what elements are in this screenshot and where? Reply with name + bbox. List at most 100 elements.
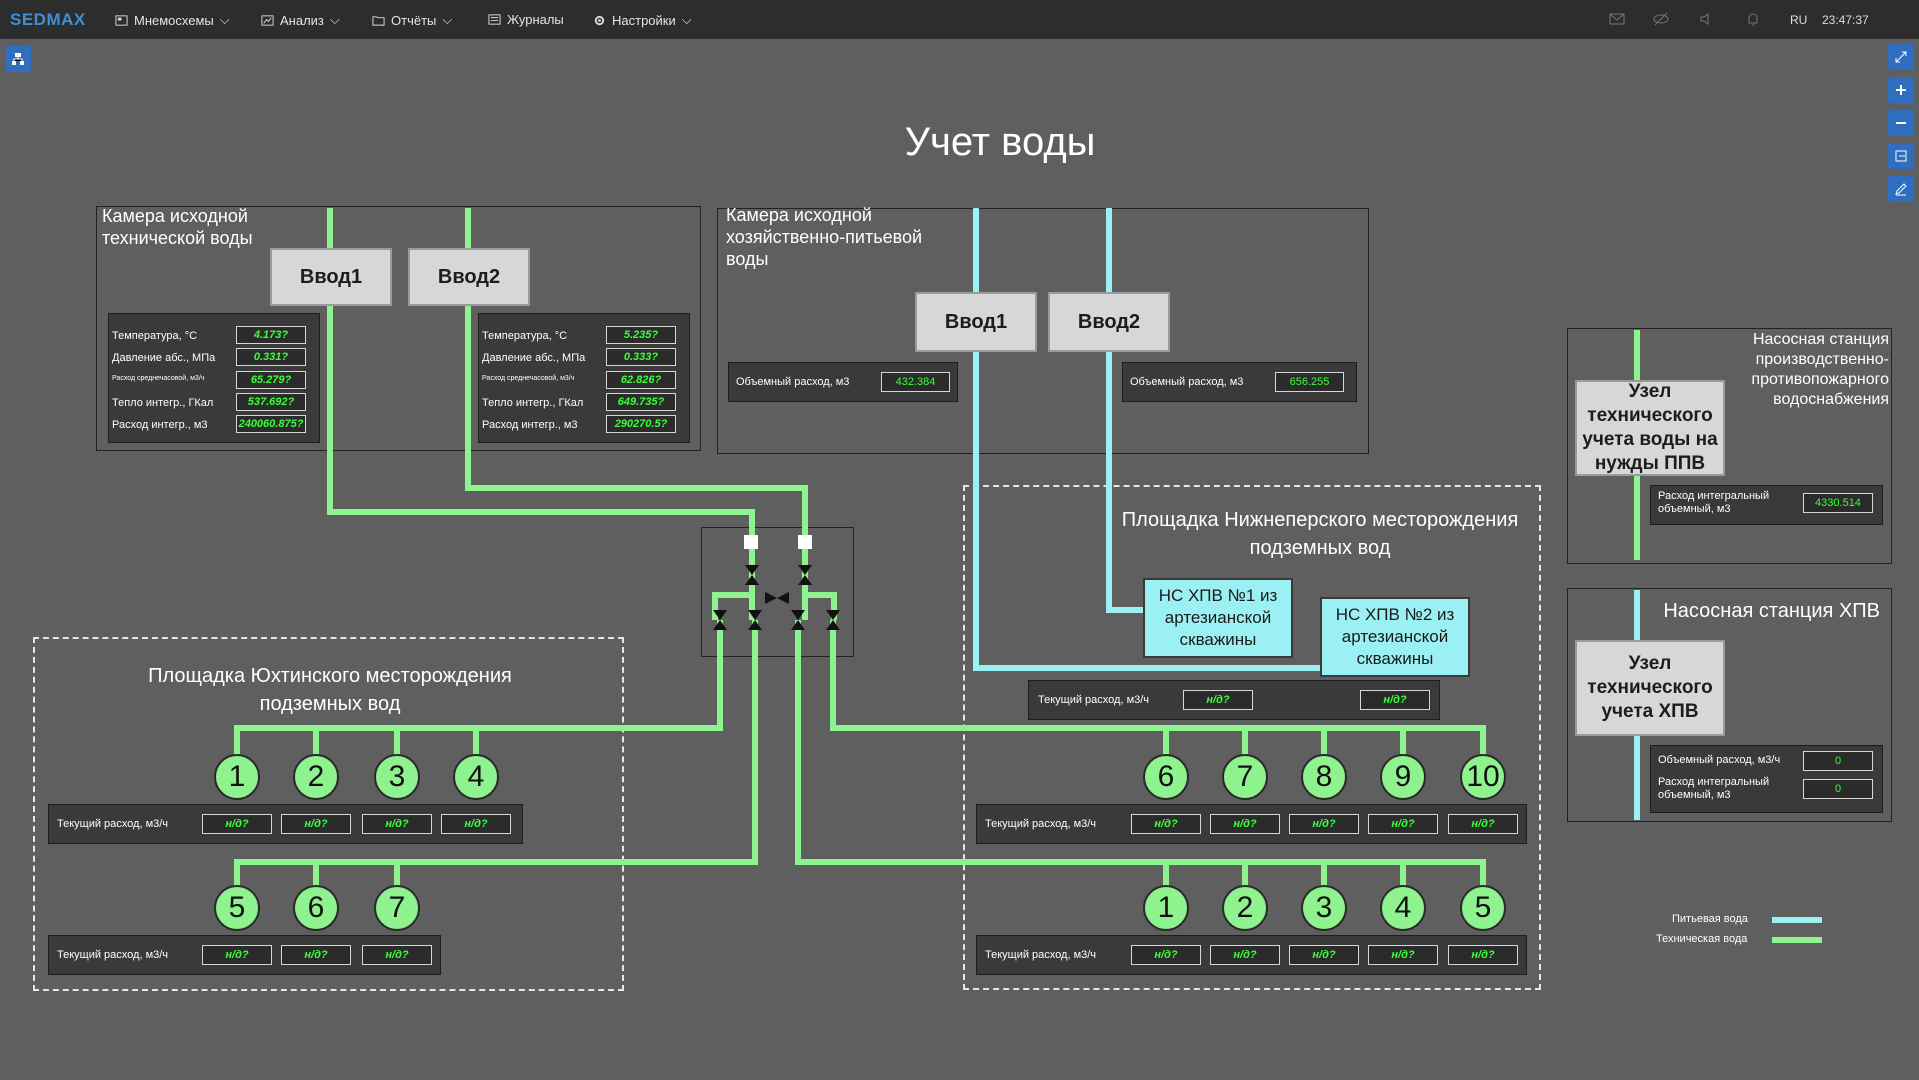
ppv-flow-value: 4330.514 — [1803, 493, 1873, 513]
menu-analysis[interactable]: Анализ⌵ — [261, 12, 340, 28]
tech-1-row-value: 65.279? — [236, 371, 306, 389]
menu-label: Настройки — [612, 12, 676, 28]
well-flow-value: н/д? — [1131, 945, 1201, 965]
well-circle: 8 — [1301, 754, 1347, 800]
hierarchy-icon — [12, 53, 24, 65]
well-flow-value: н/д? — [281, 814, 351, 834]
tech-1-row-label: Расход среднечасовой, м3/ч — [112, 375, 205, 382]
well-circle: 6 — [1143, 754, 1189, 800]
well-flow-value: н/д? — [202, 814, 272, 834]
tech-1-row-value: 537.692? — [236, 393, 306, 411]
mail-icon[interactable] — [1608, 10, 1626, 28]
chevron-down-icon: ⌵ — [219, 12, 230, 27]
chart-icon — [261, 14, 274, 26]
well-flow-value: н/д? — [1448, 814, 1518, 834]
tech-1-row-label: Температура, °С — [112, 330, 198, 342]
bell-icon[interactable] — [1744, 10, 1762, 28]
drink-chamber-title: Камера исходной хозяйственно-питьевой во… — [726, 205, 923, 269]
folder-icon — [372, 15, 385, 26]
hpv-flow-label: Объемный расход, м3/ч — [1658, 754, 1781, 766]
menu-settings[interactable]: Настройки ⌵ — [593, 12, 692, 28]
hpv-node-button[interactable]: Узел технического учета ХПВ — [1575, 640, 1725, 736]
menu-label: Анализ — [280, 12, 324, 28]
tech-2-row-label: Расход интегр., м3 — [482, 419, 578, 431]
tech-1-row-label: Расход интегр., м3 — [112, 419, 208, 431]
nizh-current-value-2: н/д? — [1360, 690, 1430, 710]
drink-input1-button[interactable]: Ввод1 — [915, 292, 1037, 352]
drink-flow-value-2: 656.255 — [1275, 372, 1344, 392]
menu-journals[interactable]: Журналы — [488, 12, 564, 27]
app-logo[interactable]: SEDMAX — [10, 10, 86, 29]
tech-2-row-label: Давление абс., МПа — [482, 352, 586, 364]
well-flow-value: н/д? — [1131, 814, 1201, 834]
chevron-down-icon: ⌵ — [442, 12, 453, 27]
edit-button[interactable] — [1888, 176, 1914, 202]
hpv-station-title: Насосная станция ХПВ — [1663, 600, 1880, 622]
chevron-down-icon: ⌵ — [681, 12, 692, 27]
drink-flow-label-2: Объемный расход, м3 — [1130, 376, 1244, 388]
valve-sensor-1 — [744, 535, 758, 549]
tech-2-row-value: 290270.5? — [606, 415, 676, 433]
ns-hpv-2-box[interactable]: НС ХПВ №2 из артезианской скважины — [1320, 597, 1470, 677]
tech-input1-button[interactable]: Ввод1 — [270, 248, 392, 306]
drink-chamber-frame — [717, 208, 1369, 454]
tech-chamber-frame — [96, 206, 701, 451]
ppv-station-frame — [1567, 328, 1892, 564]
well-flow-value: н/д? — [362, 814, 432, 834]
mnemo-icon — [115, 14, 128, 26]
yuht-row2_wells-label: Текущий расход, м3/ч — [57, 949, 169, 961]
expand-icon — [1895, 51, 1907, 63]
well-circle: 2 — [293, 754, 339, 800]
tech-2-row-value: 62.826? — [606, 371, 676, 389]
tech-1-row-label: Давление абс., МПа — [112, 352, 216, 364]
export-icon — [1895, 150, 1907, 162]
well-flow-value: н/д? — [441, 814, 511, 834]
well-circle: 10 — [1460, 754, 1506, 800]
ppv-flow-label: Расход интегральный объемный, м3 — [1658, 490, 1770, 515]
hpv-int-label: Расход интегральный объемный, м3 — [1658, 776, 1770, 801]
well-circle: 7 — [374, 885, 420, 931]
menu-reports[interactable]: Отчёты ⌵ — [372, 12, 452, 28]
valve-chamber-frame — [701, 527, 854, 657]
sound-off-icon[interactable] — [1698, 10, 1716, 28]
tech-2-row-label: Температура, °С — [482, 330, 568, 342]
menu-label: Отчёты — [391, 12, 437, 28]
well-flow-value: н/д? — [1210, 945, 1280, 965]
zoom-in-button[interactable] — [1888, 77, 1914, 103]
valve-sensor-2 — [798, 535, 812, 549]
well-circle: 7 — [1222, 754, 1268, 800]
well-circle: 1 — [1143, 885, 1189, 931]
yuht-site-frame — [33, 637, 624, 991]
drink-input2-button[interactable]: Ввод2 — [1048, 292, 1170, 352]
top-bar: SEDMAX Мнемосхемы⌵ Анализ⌵ Отчёты⌵ Журна… — [0, 0, 1919, 39]
yuht-site-title: Площадка Юхтинского месторождения подзем… — [148, 665, 512, 715]
ppv-node-button[interactable]: Узел технического учета воды на нужды ПП… — [1575, 380, 1725, 476]
zoom-out-button[interactable] — [1888, 110, 1914, 136]
tech-2-row-value: 0.333? — [606, 348, 676, 366]
legend-drink: Питьевая вода — [1672, 913, 1748, 925]
language-switch[interactable]: RU — [1790, 13, 1808, 27]
tech-1-row-value: 240060.875? — [236, 415, 306, 433]
ns-hpv-1-box[interactable]: НС ХПВ №1 из артезианской скважины — [1143, 578, 1293, 658]
tech-input2-button[interactable]: Ввод2 — [408, 248, 530, 306]
nizh-current-label: Текущий расход, м3/ч — [1038, 694, 1150, 706]
drink-flow-label-1: Объемный расход, м3 — [736, 376, 850, 388]
well-flow-value: н/д? — [1289, 945, 1359, 965]
tech-1-row-value: 0.331? — [236, 348, 306, 366]
export-button[interactable] — [1888, 143, 1914, 169]
hierarchy-button[interactable] — [5, 46, 31, 72]
nizh-site-frame — [963, 485, 1541, 990]
fullscreen-button[interactable] — [1888, 44, 1914, 70]
tech-chamber-title: Камера исходной технической воды — [102, 206, 253, 248]
clock: 23:47:37 — [1822, 13, 1869, 27]
valve-symbols — [713, 565, 840, 630]
yuht-row1_wells-label: Текущий расход, м3/ч — [57, 818, 169, 830]
well-circle: 1 — [214, 754, 260, 800]
tech-1-row-label: Тепло интегр., ГКал — [112, 397, 214, 409]
well-flow-value: н/д? — [1448, 945, 1518, 965]
eye-off-icon[interactable] — [1652, 10, 1670, 28]
menu-mnemo[interactable]: Мнемосхемы⌵ — [115, 12, 230, 28]
well-flow-value: н/д? — [281, 945, 351, 965]
well-flow-value: н/д? — [1210, 814, 1280, 834]
